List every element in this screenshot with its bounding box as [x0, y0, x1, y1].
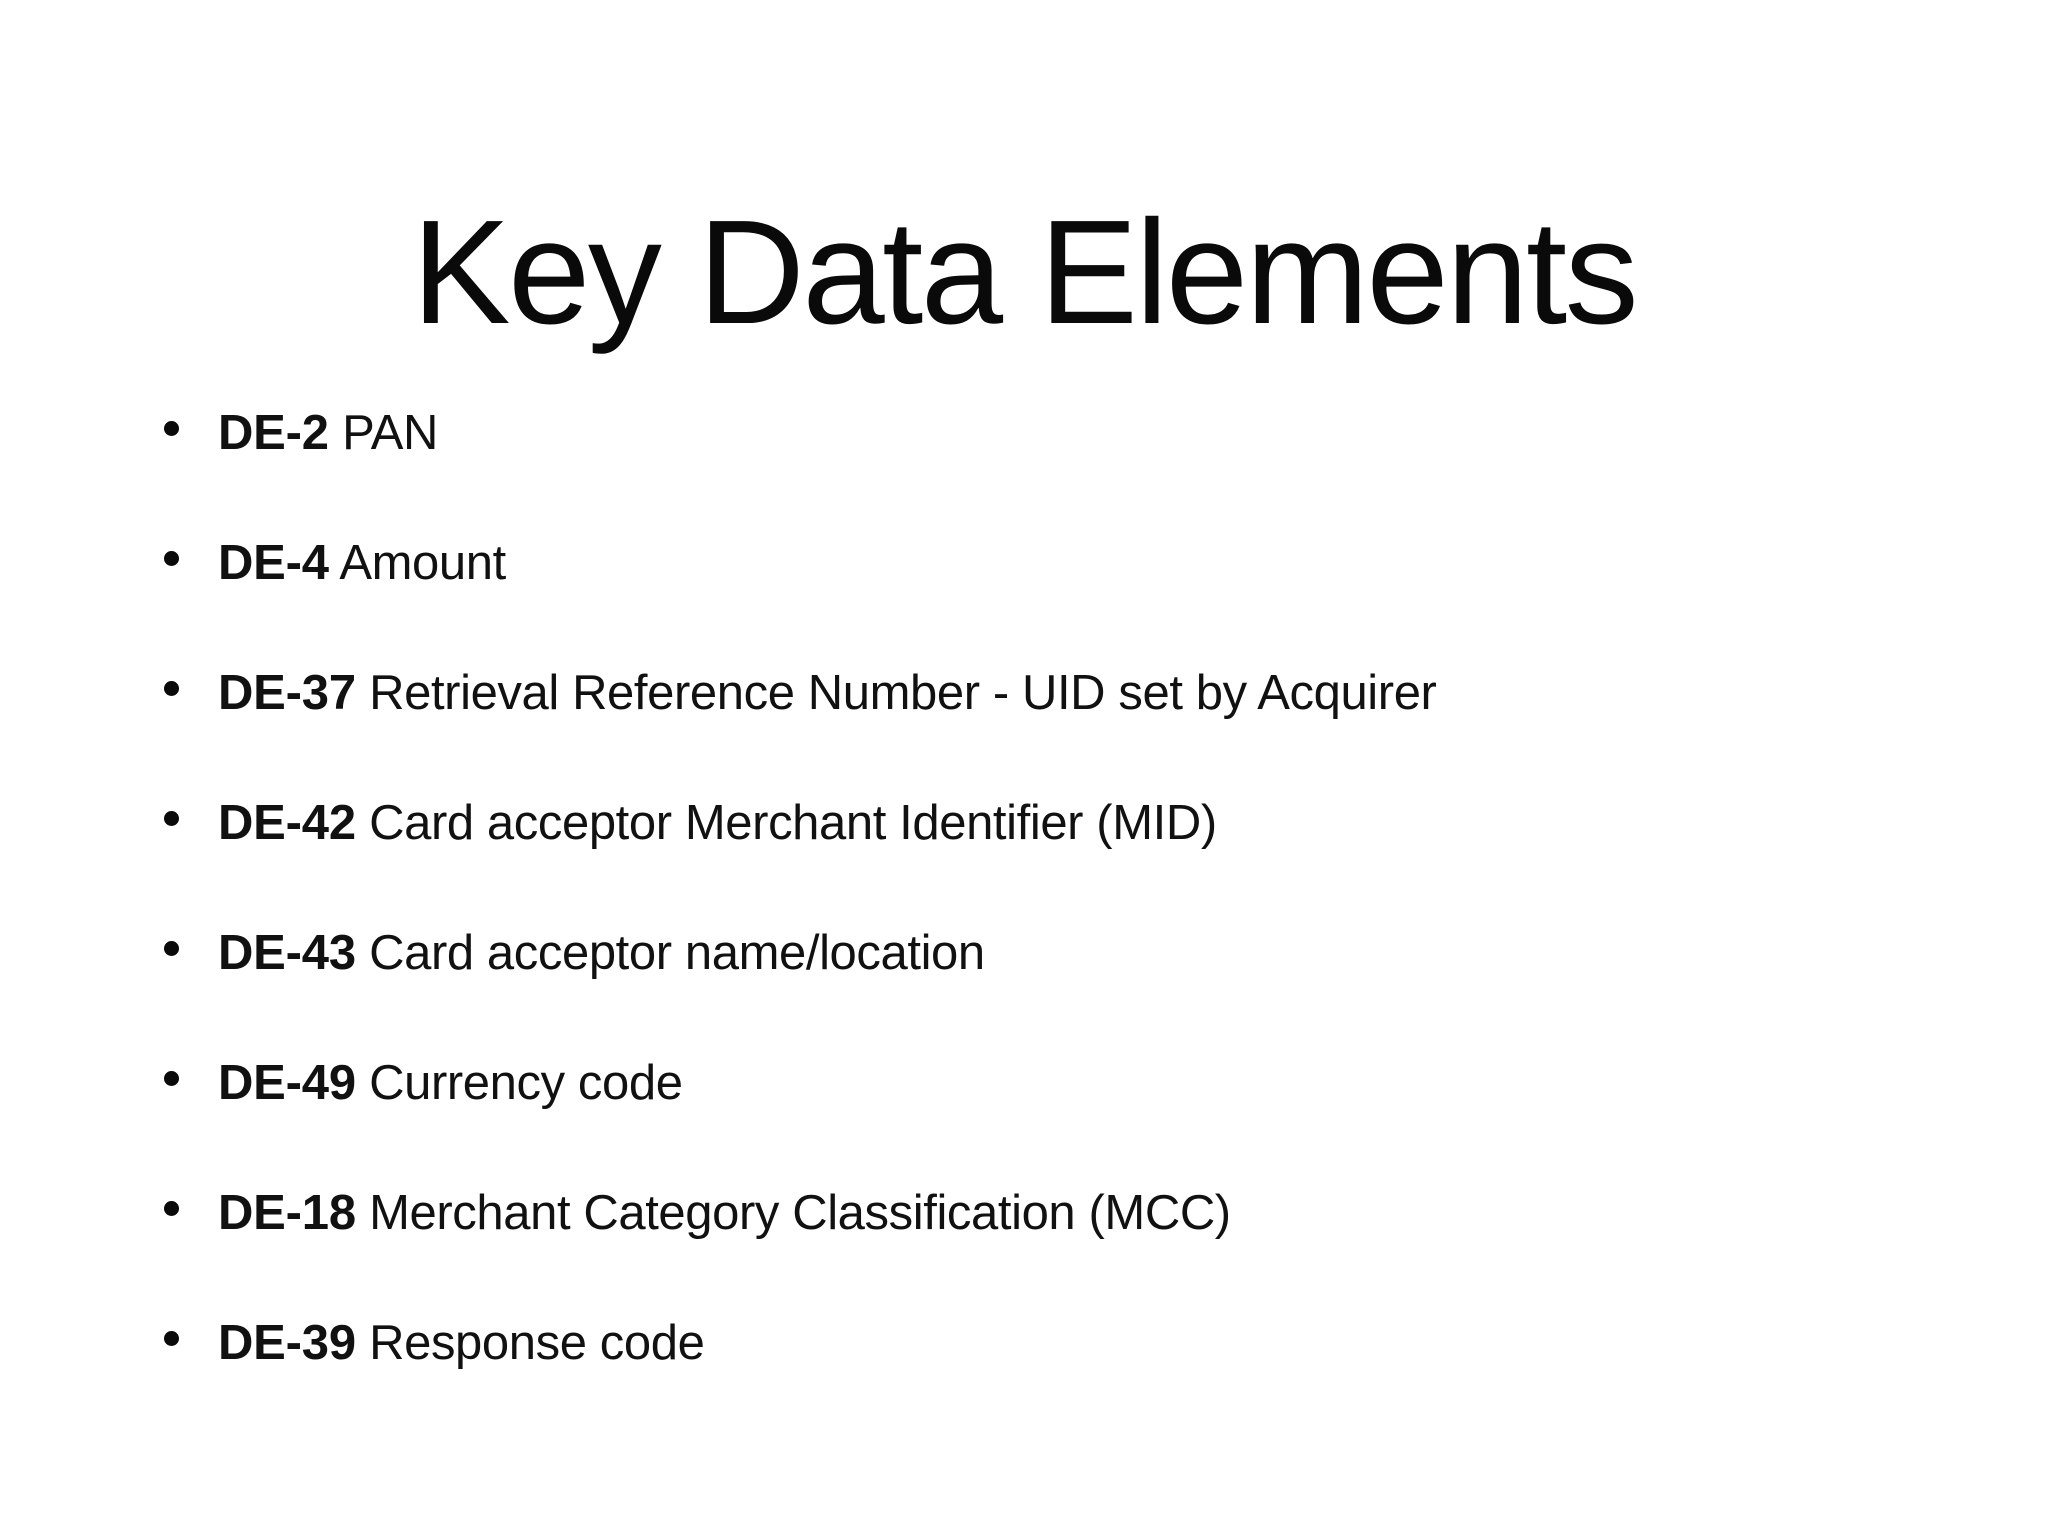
data-element-description-text: Response code	[369, 1316, 705, 1370]
data-element-description: Merchant Category Classification (MCC)	[356, 1186, 1231, 1240]
data-element-description-text: Card acceptor Merchant Identifier (MID)	[369, 796, 1217, 850]
list-item-text: DE-37 Retrieval Reference Number - UID s…	[218, 666, 1437, 720]
data-element-description: Response code	[356, 1316, 705, 1370]
data-element-description-text: Card acceptor name/location	[369, 926, 985, 980]
list-item-text: DE-42 Card acceptor Merchant Identifier …	[218, 796, 1217, 850]
bullet-point-icon	[164, 551, 179, 566]
data-element-description-text: Currency code	[369, 1056, 683, 1110]
bullet-point-icon	[164, 1331, 179, 1346]
data-element-code: DE-42	[218, 796, 356, 850]
data-element-code: DE-2	[218, 406, 329, 460]
list-item: DE-43 Card acceptor name/location	[150, 925, 1950, 1055]
list-item: DE-18 Merchant Category Classification (…	[150, 1185, 1950, 1315]
key-data-elements-list: DE-2 PAN DE-4 Amount DE-37 Retrieval Ref…	[150, 405, 1950, 1445]
data-element-description-text: Merchant Category Classification (MCC)	[369, 1186, 1231, 1240]
data-element-code: DE-18	[218, 1186, 356, 1240]
bullet-point-icon	[164, 421, 179, 436]
list-item-text: DE-2 PAN	[218, 406, 438, 460]
list-item: DE-42 Card acceptor Merchant Identifier …	[150, 795, 1950, 925]
bullet-point-icon	[164, 941, 179, 956]
data-element-description: Card acceptor Merchant Identifier (MID)	[356, 796, 1217, 850]
page-title: Key Data Elements	[411, 190, 1639, 356]
list-item: DE-39 Response code	[150, 1315, 1950, 1445]
data-element-description: Retrieval Reference Number - UID set by …	[356, 666, 1437, 720]
list-item-text: DE-18 Merchant Category Classification (…	[218, 1186, 1231, 1240]
bullet-point-icon	[164, 1201, 179, 1216]
data-element-description: PAN	[329, 406, 438, 460]
data-element-description-text: Amount	[339, 536, 506, 590]
data-element-code: DE-39	[218, 1316, 356, 1370]
list-item-text: DE-43 Card acceptor name/location	[218, 926, 985, 980]
data-element-code: DE-49	[218, 1056, 356, 1110]
list-item: DE-37 Retrieval Reference Number - UID s…	[150, 665, 1950, 795]
data-element-description: Amount	[329, 536, 506, 590]
data-element-description: Currency code	[356, 1056, 683, 1110]
data-element-description-text: PAN	[342, 406, 438, 460]
list-item-text: DE-4 Amount	[218, 536, 506, 590]
list-item: DE-4 Amount	[150, 535, 1950, 665]
bullet-point-icon	[164, 811, 179, 826]
bullet-point-icon	[164, 1071, 179, 1086]
data-element-description-text: Retrieval Reference Number - UID set by …	[369, 666, 1437, 720]
data-element-description: Card acceptor name/location	[356, 926, 985, 980]
bullet-point-icon	[164, 681, 179, 696]
list-item-text: DE-49 Currency code	[218, 1056, 683, 1110]
list-item-text: DE-39 Response code	[218, 1316, 705, 1370]
data-element-code: DE-43	[218, 926, 356, 980]
data-element-code: DE-37	[218, 666, 356, 720]
list-item: DE-2 PAN	[150, 405, 1950, 535]
list-item: DE-49 Currency code	[150, 1055, 1950, 1185]
data-element-code: DE-4	[218, 536, 329, 590]
